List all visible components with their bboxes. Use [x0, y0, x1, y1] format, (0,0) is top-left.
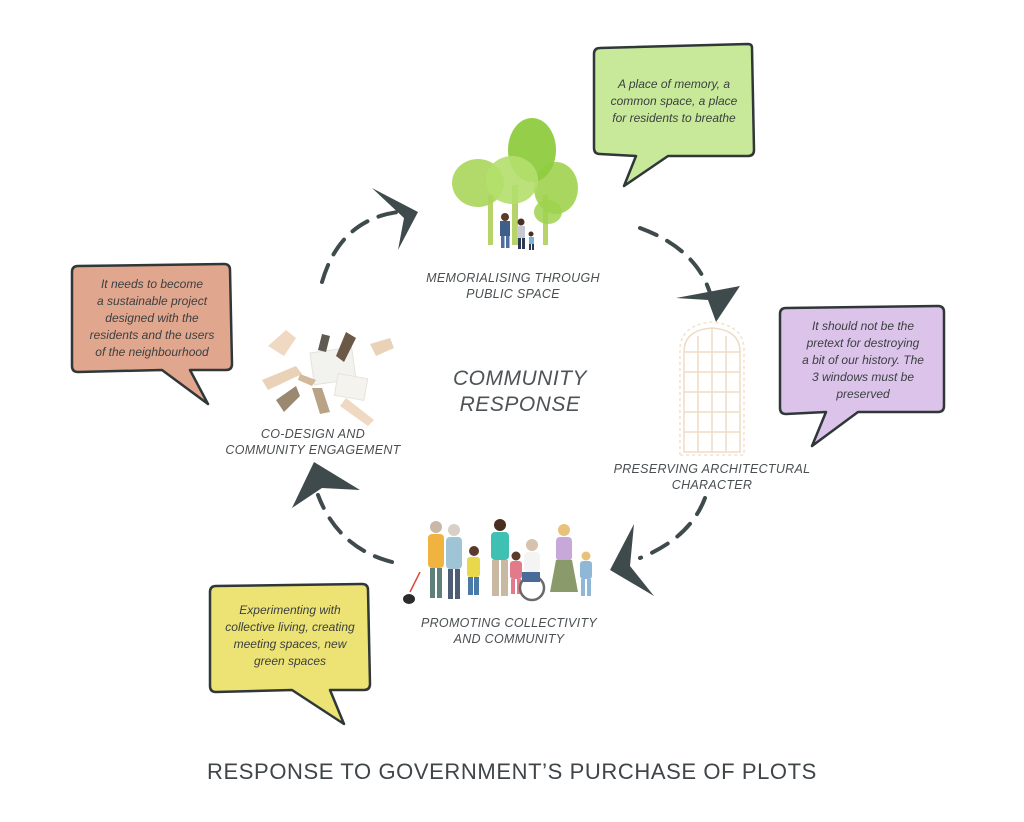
bubble-sustainable-line: residents and the users	[89, 328, 215, 342]
node-promoting-line1: PROMOTING COLLECTIVITY	[420, 616, 598, 630]
node-preserving-label: PRESERVING ARCHITECTURAL CHARACTER	[604, 461, 820, 493]
bubble-experimenting-line: Experimenting with	[239, 603, 341, 617]
page-title: RESPONSE TO GOVERNMENT’S PURCHASE OF PLO…	[207, 759, 817, 784]
bubble-history-line: It should not be the	[811, 319, 915, 333]
node-preserving-line2: CHARACTER	[671, 478, 753, 492]
bubble-sustainable-line: of the neighbourhood	[95, 345, 209, 359]
arrowhead-right	[610, 524, 654, 596]
bubble-memory-line: A place of memory, a	[617, 77, 731, 91]
center-title: COMMUNITY RESPONSE	[420, 366, 620, 418]
tree-people-icon	[452, 118, 578, 250]
bubble-history-line: pretext for destroying	[806, 336, 920, 350]
center-title-line2: RESPONSE	[459, 393, 581, 416]
bubble-history-line: a bit of our history. The	[802, 353, 924, 367]
node-promoting-label: PROMOTING COLLECTIVITY AND COMMUNITY	[404, 615, 614, 647]
bubble-sustainable-line: It needs to become	[100, 277, 204, 291]
bubble-memory	[592, 42, 756, 188]
arrowhead-top-left	[372, 188, 418, 250]
bubble-experimenting-line: collective living, creating	[225, 620, 355, 634]
bubble-experimenting-line: green spaces	[253, 654, 327, 668]
arrow-arc-bottom-left	[316, 493, 394, 564]
bubble-history-line: 3 windows must be	[811, 370, 915, 384]
node-promoting-line2: AND COMMUNITY	[453, 632, 565, 646]
arrowhead-top-right	[676, 286, 740, 322]
arched-window-icon	[679, 321, 745, 456]
bubble-sustainable-text: It needs to become a sustainable project…	[74, 276, 230, 361]
node-memorialising-label: MEMORIALISING THROUGH PUBLIC SPACE	[408, 270, 618, 302]
node-memorialising-line1: MEMORIALISING THROUGH	[426, 271, 600, 285]
bubble-memory-line: for residents to breathe	[612, 111, 736, 125]
arrow-arc-top-right	[638, 226, 714, 302]
node-memorialising-line2: PUBLIC SPACE	[466, 287, 560, 301]
bubble-experimenting-text: Experimenting with collective living, cr…	[212, 602, 368, 670]
arrow-arc-right	[638, 496, 707, 560]
bubble-history-text: It should not be the pretext for destroy…	[784, 318, 942, 403]
bubble-experimenting	[208, 582, 372, 726]
bubble-sustainable-line: designed with the	[105, 311, 199, 325]
cycle-arrow-icon	[292, 188, 740, 596]
co-design-hands-icon	[262, 330, 394, 426]
node-codesign-label: CO-DESIGN AND COMMUNITY ENGAGEMENT	[208, 426, 418, 458]
node-preserving-line1: PRESERVING ARCHITECTURAL	[613, 462, 811, 476]
cycle-arrows	[316, 210, 714, 564]
node-codesign-line1: CO-DESIGN AND	[260, 427, 366, 441]
arrowhead-bottom-left	[292, 462, 360, 508]
bubble-memory-text: A place of memory, a common space, a pla…	[598, 76, 750, 127]
bubble-experimenting-line: meeting spaces, new	[233, 637, 347, 651]
node-codesign-line2: COMMUNITY ENGAGEMENT	[225, 443, 401, 457]
bubble-sustainable-line: a sustainable project	[96, 294, 208, 308]
bubble-memory-line: common space, a place	[610, 94, 738, 108]
bubble-history-line: preserved	[836, 387, 890, 401]
bubble-sustainable	[70, 262, 234, 406]
arrow-arc-top-left	[320, 210, 400, 284]
bubble-history	[778, 304, 946, 448]
center-title-line1: COMMUNITY	[453, 367, 587, 390]
community-group-icon	[403, 519, 592, 604]
